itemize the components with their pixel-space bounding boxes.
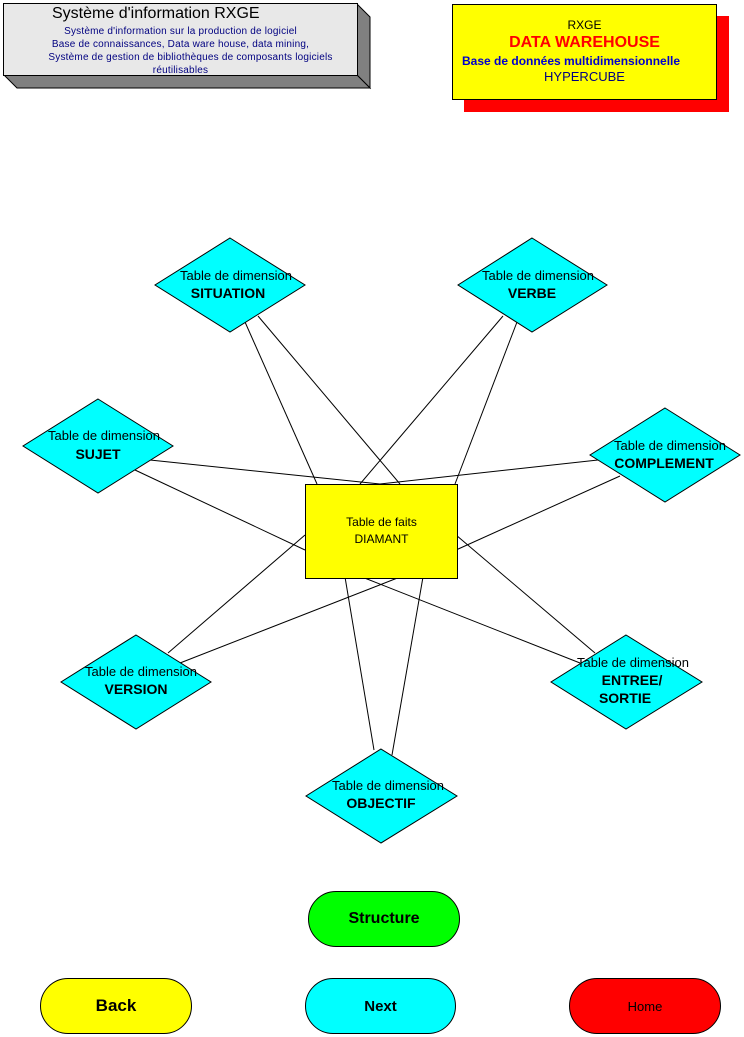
line-situation-2 <box>257 315 401 485</box>
line-sujet-2 <box>134 469 306 551</box>
verbe-label-small: Table de dimension <box>481 268 595 283</box>
line-entree-1 <box>455 534 596 654</box>
version-label-small: Table de dimension <box>84 664 198 679</box>
dw-subtitle: Base de données multidimensionnelle <box>462 54 681 68</box>
home-button[interactable]: Home <box>569 978 721 1034</box>
situation-label-name: SITUATION <box>190 285 266 301</box>
line-complement-1 <box>379 459 599 485</box>
info-box: Système d'information RXGE Système d'inf… <box>0 0 372 90</box>
line-version-2 <box>179 576 401 664</box>
complement-label-small: Table de dimension <box>613 438 727 453</box>
structure-button[interactable]: Structure <box>308 891 460 947</box>
objectif-label-small: Table de dimension <box>331 778 445 793</box>
dw-rxge-label: RXGE <box>567 18 602 32</box>
complement-label-name: COMPLEMENT <box>614 455 714 471</box>
back-button[interactable]: Back <box>40 978 192 1034</box>
dw-title: DATA WAREHOUSE <box>509 34 660 51</box>
objectif-label-name: OBJECTIF <box>346 795 416 811</box>
sortie-label-name: SORTIE <box>598 690 652 706</box>
info-box-face: Système d'information RXGE Système d'inf… <box>3 3 358 76</box>
diamond-entree-sortie <box>550 634 703 730</box>
fact-table-name: DIAMANT <box>354 532 409 546</box>
situation-label-small: Table de dimension <box>179 268 293 283</box>
next-button[interactable]: Next <box>305 978 456 1034</box>
info-line-2: Base de connaissances, Data ware house, … <box>51 39 310 50</box>
entree-label-name: ENTREE/ <box>601 672 663 688</box>
line-sujet-1 <box>149 459 381 485</box>
data-warehouse-box: RXGE DATA WAREHOUSE Base de données mult… <box>452 4 717 100</box>
diamond-complement <box>589 407 741 503</box>
line-verbe-2 <box>454 321 518 485</box>
dimension-diamonds <box>22 237 741 844</box>
info-line-3: Système de gestion de bibliothèques de c… <box>48 52 333 63</box>
line-objectif-1 <box>344 576 375 751</box>
line-version-1 <box>167 534 306 654</box>
fact-table-box: Table de faits DIAMANT <box>305 484 458 579</box>
verbe-label-name: VERBE <box>507 285 557 301</box>
diamond-sujet <box>22 398 174 494</box>
dw-hypercube-label: HYPERCUBE <box>544 69 625 84</box>
info-line-1: Système d'information sur la production … <box>64 26 297 37</box>
diamond-version <box>60 634 212 730</box>
entree-label-small: Table de dimension <box>576 655 690 670</box>
diamond-verbe <box>457 237 608 333</box>
line-situation-1 <box>244 321 318 485</box>
info-title: Système d'information RXGE <box>52 5 260 22</box>
line-complement-2 <box>455 475 621 551</box>
connector-lines <box>134 315 621 756</box>
line-verbe-1 <box>359 315 504 485</box>
line-objectif-2 <box>391 576 424 756</box>
version-label-name: VERSION <box>104 681 168 697</box>
fact-table-label: Table de faits <box>346 515 417 529</box>
info-line-4: réutilisables <box>152 65 209 76</box>
diamond-objectif <box>305 748 458 844</box>
line-entree-2 <box>361 576 581 664</box>
sujet-label-name: SUJET <box>75 446 121 462</box>
diamond-situation <box>154 237 306 333</box>
sujet-label-small: Table de dimension <box>47 428 161 443</box>
